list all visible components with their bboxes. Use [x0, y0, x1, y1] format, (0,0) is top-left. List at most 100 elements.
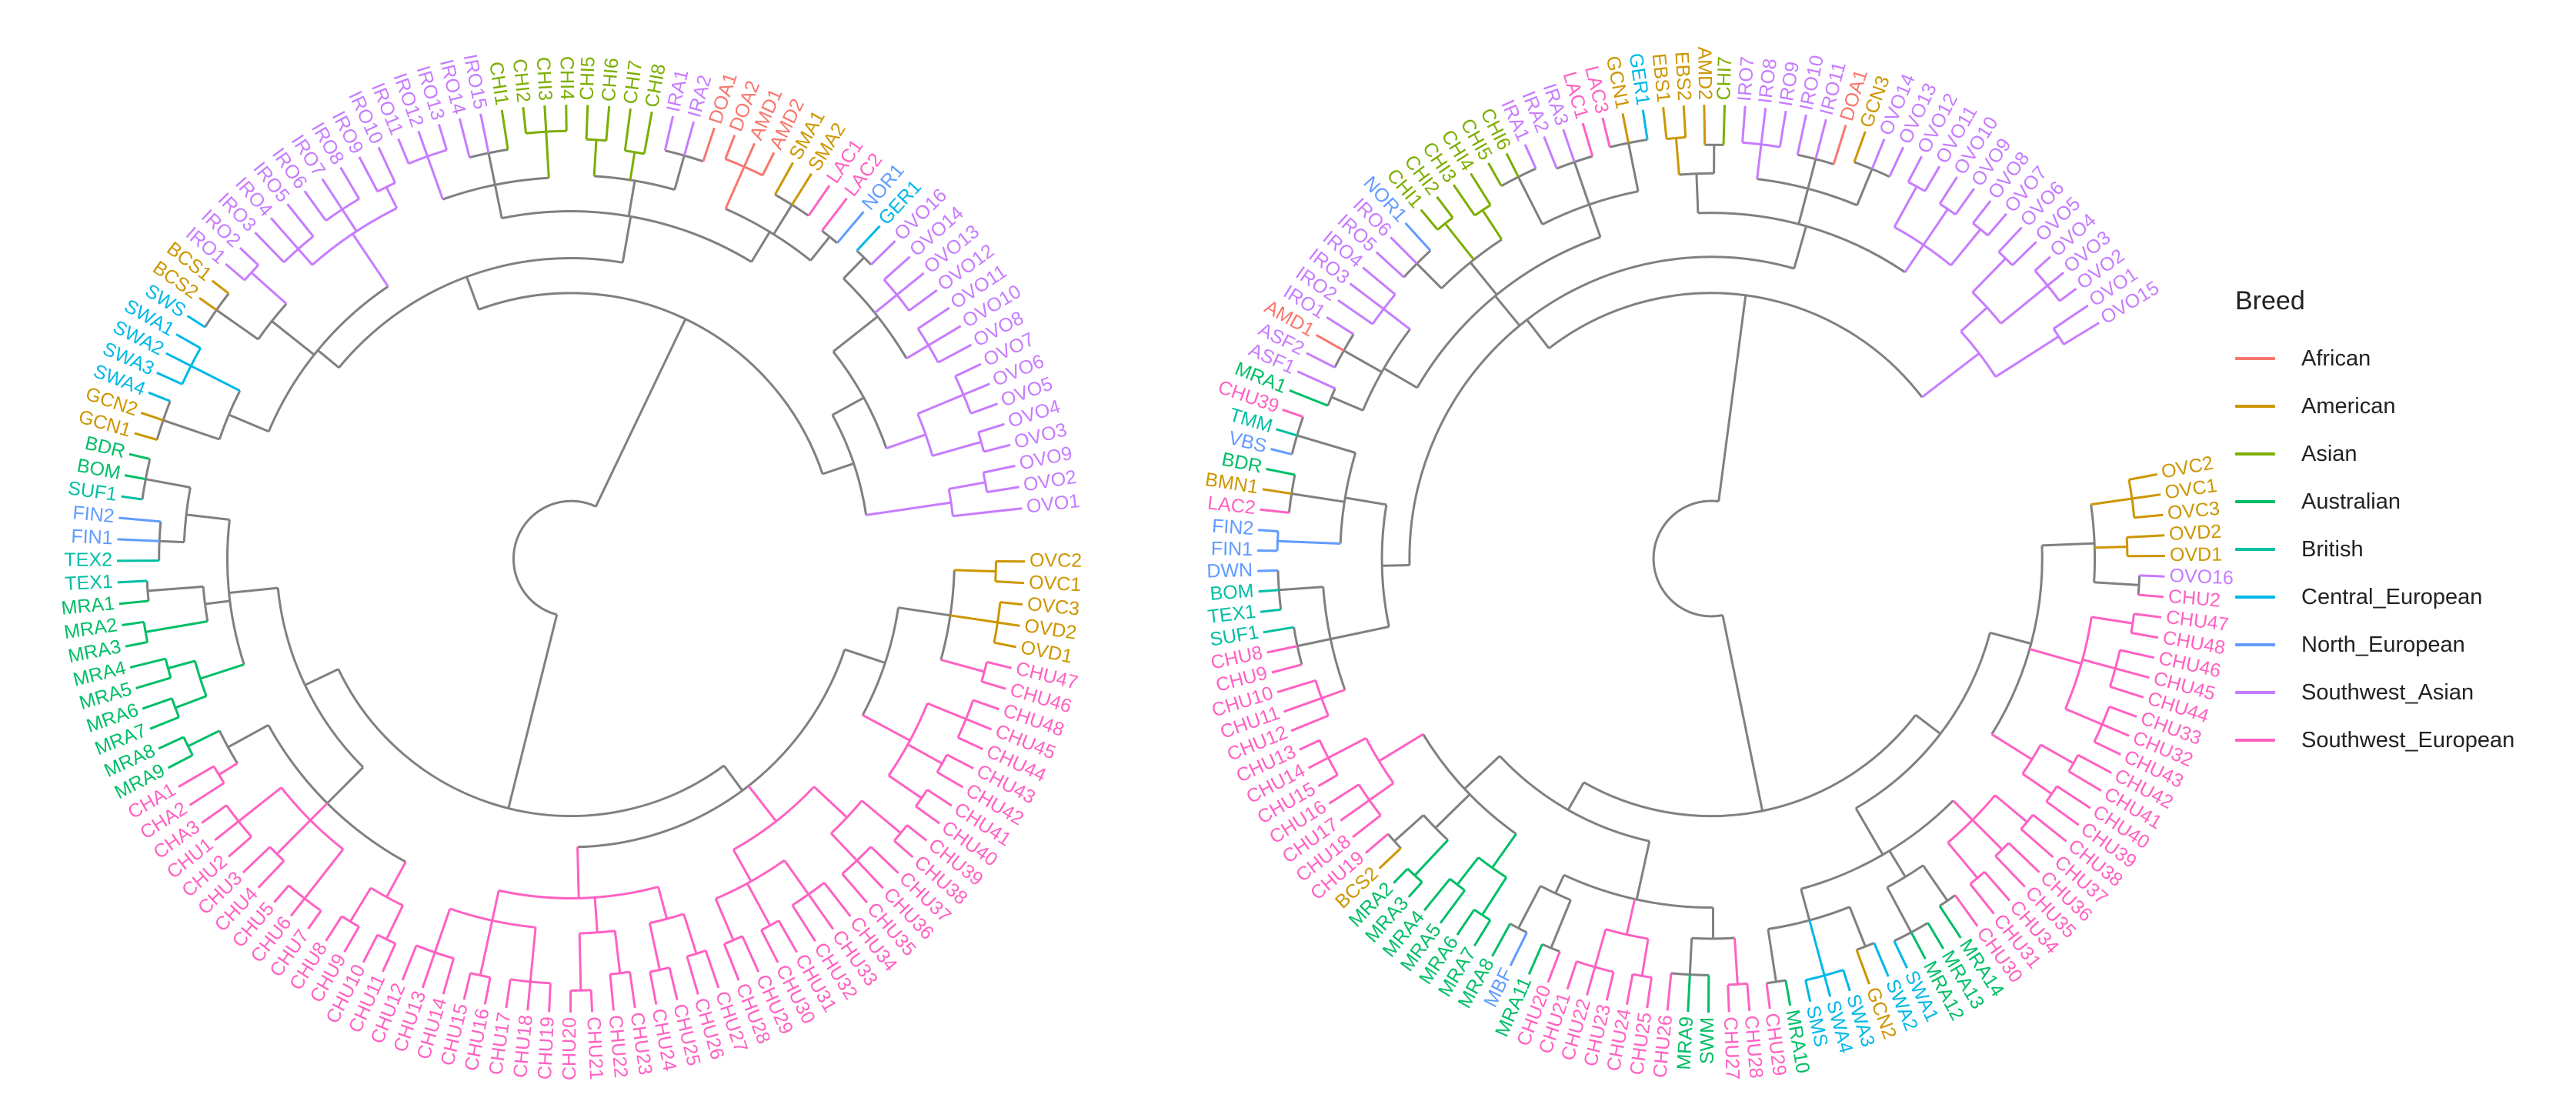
branch-line — [145, 620, 209, 633]
branch-line — [747, 785, 777, 823]
branch-arc — [282, 235, 315, 263]
legend-item-african: African — [2235, 335, 2574, 382]
branch-line — [704, 949, 720, 989]
branch-arc — [1440, 238, 1503, 289]
branch-arc — [1403, 249, 1432, 279]
branch-line — [1848, 906, 1867, 947]
branch-line — [862, 714, 911, 742]
tip-label: CHI5 — [576, 56, 599, 101]
branch-arc — [893, 824, 909, 842]
branch-line — [578, 933, 582, 991]
branch-arc — [1886, 864, 1924, 889]
branch-arc — [1972, 222, 1989, 237]
branch-arc — [1357, 783, 1382, 816]
branch-line — [576, 846, 580, 899]
branch-line — [898, 606, 951, 617]
tip-label: CHU27 — [1720, 1016, 1743, 1080]
branch-line — [1842, 969, 1851, 992]
branch-line — [1703, 105, 1707, 145]
branch-arc — [498, 886, 659, 899]
branch-line — [148, 391, 171, 402]
branch-arc — [954, 375, 973, 414]
branch-arc — [155, 400, 172, 440]
branch-line — [205, 599, 231, 606]
branch-line — [629, 971, 636, 1009]
branch-line — [2068, 770, 2102, 792]
branch-line — [585, 105, 589, 140]
branch-line — [121, 495, 143, 501]
branch-line — [1317, 773, 1339, 787]
legend-label: Australian — [2301, 489, 2401, 514]
branch-arc — [723, 935, 743, 946]
branch-line — [1330, 626, 1390, 640]
branch-arc — [1473, 909, 1491, 922]
branch-arc — [2021, 744, 2042, 775]
branch-line — [125, 641, 148, 648]
branch-line — [821, 197, 848, 232]
branch-line — [1994, 855, 2026, 888]
tip-label: EBS1 — [1648, 52, 1675, 104]
legend-swatch — [2235, 691, 2275, 694]
branch-line — [1349, 282, 1385, 310]
branch-line — [1456, 856, 1480, 886]
branch-line — [750, 231, 771, 263]
legend-item-american: American — [2235, 382, 2574, 430]
branch-line — [273, 884, 290, 903]
branch-line — [433, 908, 452, 953]
branch-arc — [1477, 856, 1507, 879]
branch-line — [1509, 932, 1528, 966]
branch-arc — [861, 607, 899, 716]
branch-line — [1283, 696, 1323, 713]
branch-line — [1924, 165, 1941, 192]
branch-line — [1927, 922, 1944, 949]
branch-line — [1337, 299, 1373, 325]
branch-line — [1543, 135, 1558, 169]
branch-line — [742, 142, 756, 168]
tip-labels: OVC2OVC1OVC3OVD2OVD1OVO16CHU2CHU47CHU48C… — [1203, 46, 2234, 1080]
branch-arc — [570, 989, 592, 992]
legend-swatch — [2235, 643, 2275, 646]
branch-line — [948, 481, 986, 490]
branch-line — [613, 930, 622, 973]
branch-line — [1469, 262, 1498, 296]
branch-line — [1554, 874, 1566, 894]
branch-arc — [2034, 269, 2061, 302]
legend-item-australian: Australian — [2235, 478, 2574, 526]
branch-line — [2029, 648, 2082, 666]
branch-arc — [1416, 235, 1601, 389]
branch-line — [1517, 176, 1543, 225]
branch-line — [341, 209, 358, 232]
branch-arc — [2067, 754, 2080, 773]
branch-line — [732, 849, 752, 883]
branch-arc — [267, 724, 407, 863]
branch-line — [1593, 929, 1607, 968]
branch-line — [250, 272, 288, 305]
branch-line — [896, 272, 925, 296]
branch-line — [965, 718, 993, 731]
branch-line — [168, 659, 195, 669]
branch-line — [124, 474, 146, 481]
branch-line — [491, 890, 500, 921]
branch-line — [1625, 899, 1637, 935]
tip-label: OVD2 — [2168, 521, 2221, 545]
branch-line — [832, 396, 865, 416]
branch-line — [1378, 847, 1402, 869]
branch-arc — [609, 970, 630, 976]
branch-arc — [512, 499, 597, 616]
tip-label: EBS2 — [1670, 51, 1695, 102]
branch-line — [1954, 894, 1979, 927]
branch-arc — [1371, 293, 1396, 325]
branch-line — [777, 919, 799, 953]
branch-arc — [325, 198, 360, 222]
branch-line — [1330, 395, 1363, 412]
branch-line — [2011, 241, 2037, 266]
branch-line — [1873, 942, 1890, 977]
branch-line — [1922, 864, 1949, 902]
branch-line — [487, 152, 496, 185]
branch-arc — [1907, 181, 1926, 192]
branch-arc — [1361, 328, 1411, 411]
branch-line — [2082, 658, 2116, 670]
branch-line — [1888, 146, 1904, 178]
branch-line — [1994, 335, 2060, 378]
branch-line — [2131, 632, 2159, 639]
